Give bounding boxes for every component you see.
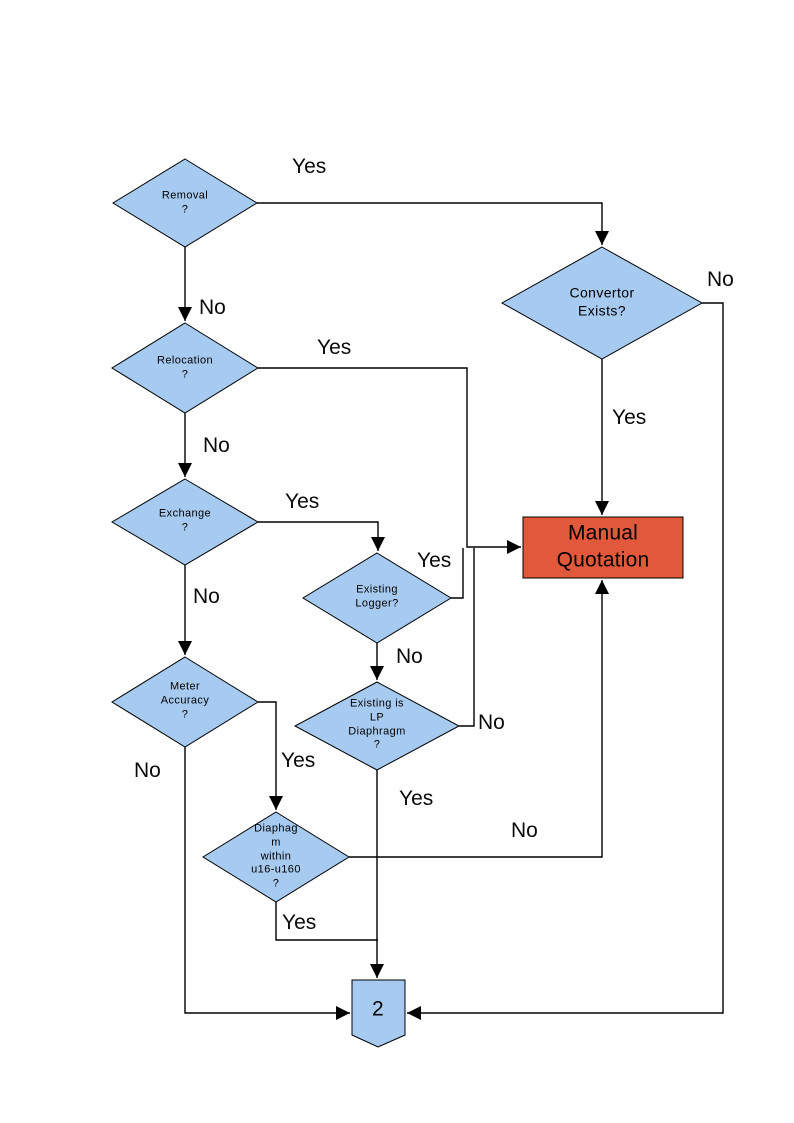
node-manual-quotation-label: Manual Quotation — [556, 521, 650, 572]
node-relocation-label: Relocation ? — [157, 354, 213, 380]
node-relocation-shape — [111, 322, 259, 414]
edge-relocation-yes — [258, 367, 521, 554]
edge-label-logger-yes: Yes — [417, 549, 452, 572]
edge-convertor-no — [407, 302, 724, 1020]
edge-meter-no — [184, 747, 350, 1020]
edge-label-relocation-no: No — [203, 434, 230, 457]
flow-nodes — [111, 158, 704, 1048]
edge-label-logger-no: No — [396, 645, 423, 668]
edge-removal-yes — [257, 202, 609, 245]
node-offpage-connector-label: 2 — [372, 997, 384, 1021]
node-meter-accuracy-label: Meter Accuracy ? — [160, 680, 210, 720]
edge-label-lp-yes: Yes — [399, 787, 434, 810]
edge-label-diaphragm-yes: Yes — [282, 911, 317, 934]
edge-diaphragm-yes — [275, 902, 378, 941]
edge-diaphragm-no — [349, 580, 609, 858]
node-existing-lp-diaphragm-label: Existing is LP Diaphragm ? — [348, 697, 406, 751]
edge-logger-yes — [451, 548, 464, 599]
edge-label-removal-yes: Yes — [292, 155, 327, 178]
edge-lp-no — [459, 548, 475, 727]
node-convertor-exists-label: Convertor Exists? — [569, 284, 635, 319]
flow-edges — [178, 202, 724, 1020]
edge-exchange-yes — [258, 521, 385, 551]
edge-label-exchange-no: No — [193, 585, 220, 608]
edge-label-diaphragm-no: No — [511, 819, 538, 842]
edge-label-lp-no: No — [478, 711, 505, 734]
edge-label-exchange-yes: Yes — [285, 490, 320, 513]
node-manual-quotation-shape — [522, 516, 684, 579]
node-exchange-label: Exchange ? — [158, 507, 212, 533]
node-removal-label: Removal ? — [161, 189, 209, 215]
node-convertor-exists-shape — [500, 246, 704, 360]
edge-label-meter-no: No — [134, 759, 161, 782]
node-existing-logger-shape — [302, 552, 452, 644]
node-exchange-shape — [111, 478, 259, 566]
edge-label-meter-yes: Yes — [281, 749, 316, 772]
node-existing-logger-label: Existing Logger? — [355, 583, 399, 609]
node-offpage-connector-shape — [351, 979, 406, 1048]
edge-meter-yes — [258, 701, 283, 810]
node-meter-accuracy-shape — [111, 656, 259, 748]
node-existing-lp-diaphragm-shape — [293, 681, 461, 771]
edge-label-removal-no: No — [199, 296, 226, 319]
node-removal-shape — [112, 158, 258, 248]
node-diaphragm-within-range-label: Diaphag m within u16-u160 ? — [251, 822, 301, 890]
edge-label-convertor-no: No — [707, 268, 734, 291]
node-diaphragm-within-range-shape — [202, 811, 350, 903]
edge-label-convertor-yes: Yes — [612, 406, 647, 429]
edge-label-relocation-yes: Yes — [317, 336, 352, 359]
